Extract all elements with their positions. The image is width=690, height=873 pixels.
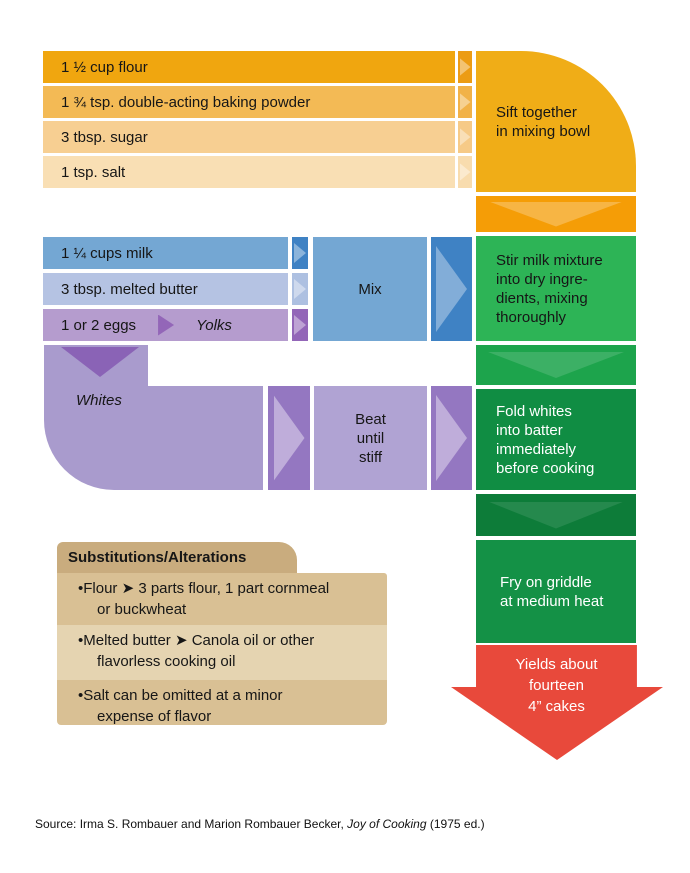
source-suffix: (1975 ed.) [426,817,485,831]
ingredient-label-flour: 1 ½ cup flour [61,58,148,76]
step-fold: Fold whites into batter immediately befo… [476,389,636,490]
chevron-right-icon [294,279,306,299]
yield-label: Yields about fourteen 4” cakes [515,656,598,715]
step-sift: Sift together in mixing bowl [476,51,636,192]
stir-to-fold-connector [476,345,636,385]
yolks-arrow-icon [158,314,175,336]
chevron-right-icon [436,395,467,481]
chevron-down-icon [489,201,623,227]
step-mix-label: Mix [358,280,382,298]
chevron-down-icon [488,501,624,529]
mix-to-stir-connector [431,237,472,341]
butter-connector [292,273,308,305]
milk-connector [292,237,308,269]
step-fold-label: Fold whites into batter immediately befo… [496,402,595,477]
ingredient-bar-eggs: 1 or 2 eggs Yolks [43,309,288,341]
chevron-down-icon [61,347,139,377]
sugar-connector [458,121,472,153]
source-book-title: Joy of Cooking [347,817,427,831]
ingredient-label-milk: 1 ¼ cups milk [61,244,153,262]
ingredient-bar-salt: 1 tsp. salt [43,156,455,188]
source-prefix: Source: Irma S. Rombauer and Marion Romb… [35,817,348,831]
flour-connector [458,51,472,83]
chevron-right-icon [294,243,306,263]
whites-label: Whites [76,392,122,409]
whites-pipe [44,345,148,387]
chevron-right-icon [436,246,467,332]
ingredient-bar-flour: 1 ½ cup flour [43,51,455,83]
step-fry-label: Fry on griddle at medium heat [500,573,604,610]
chevron-right-icon [459,58,471,76]
chevron-right-icon [273,395,305,481]
beat-to-fold-connector [431,386,472,490]
baking-powder-connector [458,86,472,118]
source-citation: Source: Irma S. Rombauer and Marion Romb… [35,817,485,831]
chevron-right-icon [459,93,471,111]
ingredient-label-salt: 1 tsp. salt [61,163,126,181]
ingredient-bar-baking-powder: 1 ¾ tsp. double-acting baking powder [43,86,455,118]
step-fry: Fry on griddle at medium heat [476,540,636,643]
chevron-right-icon [294,315,306,335]
step-mix: Mix [313,237,427,341]
ingredient-label-butter: 3 tbsp. melted butter [61,280,198,298]
ingredient-label-baking-powder: 1 ¾ tsp. double-acting baking powder [61,93,311,111]
ingredient-bar-butter: 3 tbsp. melted butter [43,273,288,305]
ingredient-bar-sugar: 3 tbsp. sugar [43,121,455,153]
substitution-item-salt: •Salt can be omitted at a minor expense … [57,680,387,725]
step-beat: Beat until stiff [314,386,427,490]
eggs-connector [292,309,308,341]
chevron-right-icon [459,128,471,146]
ingredient-label-sugar: 3 tbsp. sugar [61,128,148,146]
fold-to-fry-connector [476,494,636,536]
yield-arrow: Yields about fourteen 4” cakes [451,645,663,760]
substitutions-title: Substitutions/Alterations [68,549,247,566]
sift-to-stir-connector [476,196,636,232]
whites-to-beat-connector [268,386,310,490]
substitutions-body: •Flour ➤ 3 parts flour, 1 part cornmeal … [57,573,387,725]
chevron-right-icon [459,163,471,181]
yolks-label: Yolks [196,316,232,334]
step-stir-label: Stir milk mixture into dry ingre- dients… [496,251,603,326]
substitutions-tab: Substitutions/Alterations [57,542,297,573]
ingredient-label-eggs: 1 or 2 eggs [61,316,137,334]
ingredient-bar-milk: 1 ¼ cups milk [43,237,288,269]
chevron-down-icon [488,352,624,378]
step-stir: Stir milk mixture into dry ingre- dients… [476,236,636,341]
substitution-item-flour: •Flour ➤ 3 parts flour, 1 part cornmeal … [57,573,387,625]
step-beat-label: Beat until stiff [355,410,386,466]
substitution-item-butter: •Melted butter ➤ Canola oil or other fla… [57,625,387,680]
salt-connector [458,156,472,188]
step-sift-label: Sift together in mixing bowl [496,103,591,140]
whites-band: Whites [44,386,263,490]
